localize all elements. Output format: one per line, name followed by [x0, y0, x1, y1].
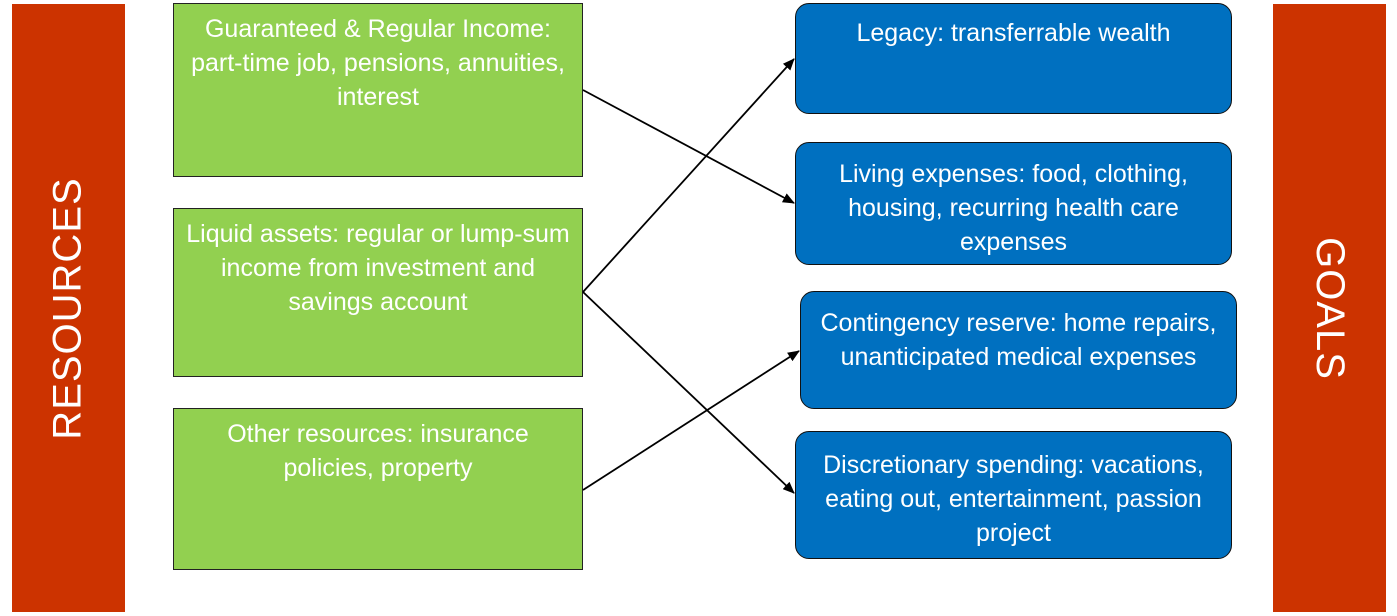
- resources-bar: RESOURCES: [12, 4, 125, 612]
- resource-box-other-resources: Other resources: insurance policies, pro…: [173, 408, 583, 570]
- resource-text: Guaranteed & Regular Income: part-time j…: [191, 15, 565, 111]
- arrow-liquid-to-legacy: [582, 58, 795, 293]
- arrow-income-to-living: [582, 89, 795, 204]
- goal-box-legacy: Legacy: transferrable wealth: [795, 3, 1232, 114]
- resource-text: Liquid assets: regular or lump-sum incom…: [186, 220, 570, 316]
- goals-bar: GOALS: [1273, 4, 1386, 612]
- goal-text: Legacy: transferrable wealth: [856, 19, 1171, 47]
- arrow-liquid-to-discretionary: [582, 291, 795, 494]
- goal-box-discretionary-spending: Discretionary spending: vacations, eatin…: [795, 431, 1232, 559]
- resource-box-liquid-assets: Liquid assets: regular or lump-sum incom…: [173, 208, 583, 377]
- resource-box-guaranteed-income: Guaranteed & Regular Income: part-time j…: [173, 3, 583, 177]
- goal-box-contingency-reserve: Contingency reserve: home repairs, unant…: [800, 291, 1237, 409]
- arrow-other-to-contingency: [582, 350, 800, 491]
- resource-text: Other resources: insurance policies, pro…: [227, 420, 529, 482]
- goal-box-living-expenses: Living expenses: food, clothing, housing…: [795, 142, 1232, 265]
- goal-text: Living expenses: food, clothing, housing…: [839, 160, 1188, 256]
- goal-text: Contingency reserve: home repairs, unant…: [820, 309, 1217, 371]
- goal-text: Discretionary spending: vacations, eatin…: [823, 451, 1204, 547]
